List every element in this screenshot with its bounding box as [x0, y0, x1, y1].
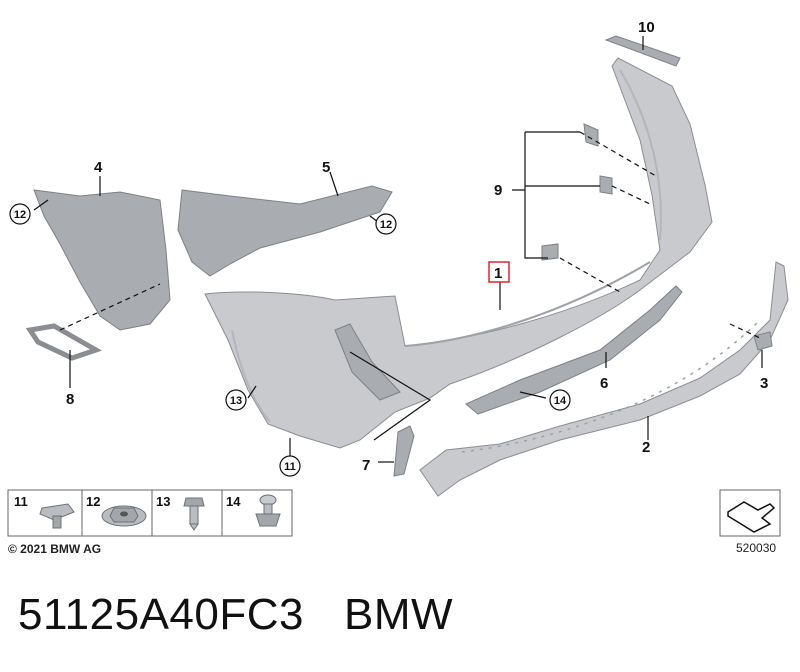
fastener-legend: 11 12 13 14 [7, 489, 293, 537]
circled-13: 13 [230, 395, 242, 407]
callout-2: 2 [642, 439, 650, 456]
part-10-trim-strip[interactable] [604, 35, 681, 67]
expanding-rivet-icon [255, 494, 281, 527]
part-6-guide[interactable] [465, 285, 683, 415]
legend-number-11: 11 [14, 494, 28, 509]
legend-number-14: 14 [226, 494, 241, 509]
clip-nut-icon [39, 503, 75, 529]
copyright-text: © 2021 BMW AG [8, 542, 102, 556]
callout-labels: 10 9 1 4 5 8 6 3 2 7 [66, 19, 768, 474]
part-9-clips[interactable] [541, 123, 613, 261]
part-5-bracket[interactable] [177, 185, 393, 277]
circled-14: 14 [554, 395, 567, 407]
leader-lines [33, 36, 763, 463]
part-8-frame[interactable] [25, 323, 103, 361]
brand-name: BMW [344, 590, 454, 639]
callout-5: 5 [322, 159, 330, 176]
part-2-diffuser[interactable] [419, 261, 789, 497]
callout-8: 8 [66, 391, 74, 408]
screw-icon [183, 497, 205, 531]
part-4-left-bracket[interactable] [33, 189, 171, 331]
circled-12a: 12 [14, 209, 26, 221]
hex-nut-icon [101, 505, 147, 527]
legend-number-12: 12 [86, 494, 100, 509]
part-number: 51125A40FC3 [18, 590, 304, 639]
circled-11: 11 [284, 461, 296, 473]
callout-1-highlight [488, 261, 510, 283]
callout-10: 10 [638, 19, 655, 36]
part-3-clip[interactable] [753, 331, 773, 351]
callout-1: 1 [494, 265, 502, 282]
callout-7: 7 [362, 457, 370, 474]
part-number-line: 51125A40FC3 BMW [18, 590, 453, 640]
callout-3: 3 [760, 375, 768, 392]
callout-6: 6 [600, 375, 608, 392]
circled-12b: 12 [380, 219, 392, 231]
callout-9: 9 [494, 182, 502, 199]
part-7-insert[interactable] [393, 425, 415, 477]
callout-4: 4 [94, 159, 103, 176]
diagram-number: 520030 [736, 541, 777, 555]
circled-callouts: 12 12 13 14 11 [9, 203, 571, 477]
legend-number-13: 13 [156, 494, 170, 509]
orientation-icon [719, 489, 781, 537]
part-1-rear-bumper-panel[interactable] [204, 57, 713, 449]
